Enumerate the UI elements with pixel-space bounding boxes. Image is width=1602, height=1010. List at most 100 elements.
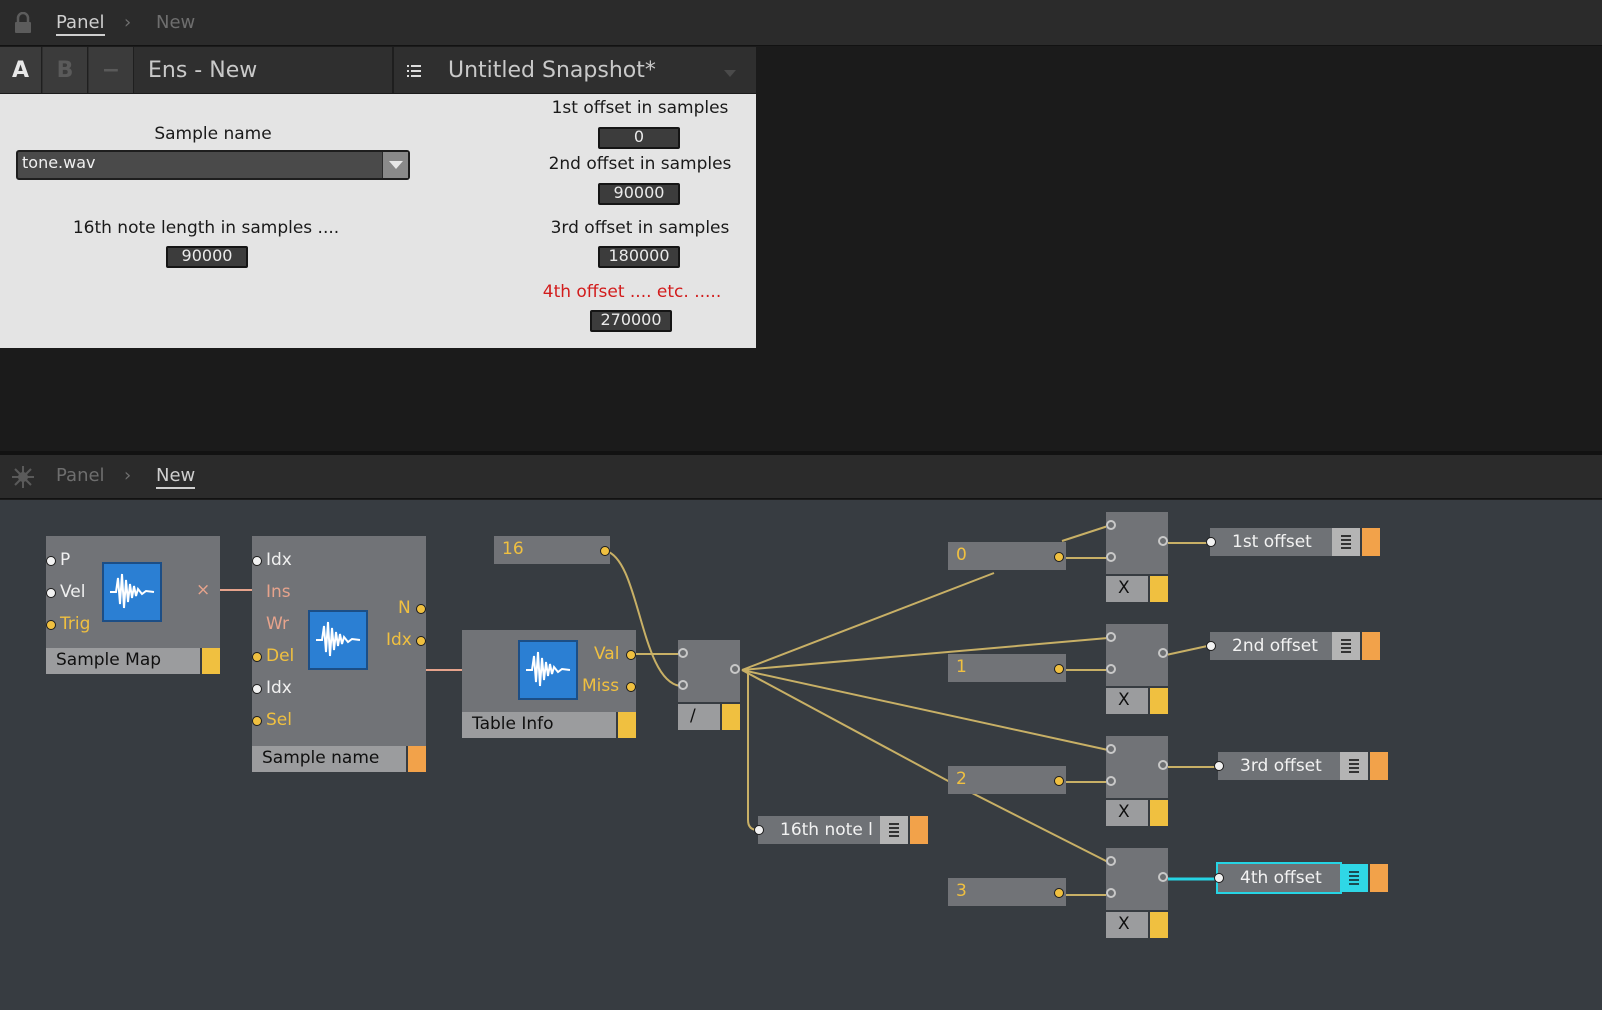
module-tag[interactable] [408,746,426,772]
module-tag[interactable] [1362,632,1380,660]
waveform-icon [102,562,162,622]
module-tag[interactable] [1370,864,1388,892]
breadcrumb-panel[interactable]: Panel [56,465,105,486]
offset-3-field[interactable]: 180000 [598,246,680,268]
snapshot-dropdown-arrow-icon[interactable] [724,70,736,78]
constant-2[interactable]: 2 [948,766,1066,794]
port-dot[interactable] [1106,664,1116,674]
offset-4-field[interactable]: 270000 [590,310,672,332]
port-dot[interactable] [1158,648,1168,658]
module-tag[interactable] [1150,688,1168,714]
port-dot[interactable] [1106,776,1116,786]
port-dot[interactable] [416,604,426,614]
port-dot[interactable] [1106,744,1116,754]
breadcrumb-new[interactable]: New [156,12,196,33]
module-tag[interactable] [1370,752,1388,780]
multiply-label: X [1106,800,1148,826]
output-4th-offset[interactable]: 4th offset [1216,862,1342,894]
port-dot[interactable] [678,680,688,690]
port-dot[interactable] [1158,760,1168,770]
breadcrumb-new[interactable]: New [156,465,196,489]
bug-icon[interactable] [11,465,35,489]
panel-breadcrumb-bar: Panel › New [0,0,1602,46]
module-tag[interactable] [1150,800,1168,826]
divide-module[interactable] [678,640,740,702]
port-dot[interactable] [1214,761,1224,771]
port-dot[interactable] [678,648,688,658]
port-dot[interactable] [754,825,764,835]
port-dot[interactable] [252,652,262,662]
module-tag[interactable] [722,704,740,730]
module-tag[interactable] [202,648,220,674]
constant-0[interactable]: 0 [948,542,1066,570]
port-dot[interactable] [252,716,262,726]
port-dot[interactable] [1206,537,1216,547]
constant-1[interactable]: 1 [948,654,1066,682]
lock-icon[interactable] [13,12,33,34]
port-dot[interactable] [252,556,262,566]
module-tag[interactable] [1362,528,1380,556]
snapshot-a-button[interactable]: A [0,47,42,93]
snapshot-b-button[interactable]: B [43,47,88,93]
output-2nd-offset[interactable]: 2nd offset [1210,632,1332,660]
output-3rd-offset[interactable]: 3rd offset [1218,752,1340,780]
list-icon [1341,639,1351,653]
list-button[interactable] [1332,632,1360,660]
multiply-module-3[interactable] [1106,736,1168,798]
panel-divider[interactable] [0,451,1602,455]
minimize-button[interactable]: − [89,47,134,93]
port-dot[interactable] [1106,632,1116,642]
multiply-module-4[interactable] [1106,848,1168,910]
module-tag[interactable] [1150,912,1168,938]
module-tag[interactable] [910,816,928,844]
multiply-module-2[interactable] [1106,624,1168,686]
port-dot[interactable] [1206,641,1216,651]
offset-1-label: 1st offset in samples [551,98,729,118]
port-wr: Wr [266,614,290,634]
note-length-label: 16th note length in samples .... [72,218,340,238]
output-1st-offset[interactable]: 1st offset [1210,528,1332,556]
port-dot[interactable] [1158,872,1168,882]
port-dot[interactable] [46,588,56,598]
table-info-module[interactable]: Val Miss [462,630,636,712]
offset-1-field[interactable]: 0 [598,127,680,149]
port-dot[interactable] [1106,552,1116,562]
port-dot[interactable] [600,546,610,556]
port-dot[interactable] [46,556,56,566]
snapshot-list-icon[interactable] [406,63,422,79]
port-dot[interactable] [1214,873,1224,883]
constant-16[interactable]: 16 [494,536,610,564]
list-button[interactable] [1340,864,1368,892]
port-dot[interactable] [252,684,262,694]
port-dot[interactable] [626,650,636,660]
port-dot[interactable] [1106,520,1116,530]
list-button[interactable] [880,816,908,844]
sample-name-module[interactable]: Idx Ins Wr Del Idx Sel N Idx [252,536,426,746]
sample-name-dropdown[interactable]: tone.wav [16,150,410,180]
offset-2-field[interactable]: 90000 [598,183,680,205]
offset-4-label: 4th offset .... etc. ..... [542,282,722,302]
port-dot[interactable] [1158,536,1168,546]
port-dot[interactable] [1106,856,1116,866]
port-dot[interactable] [1054,888,1064,898]
port-dot[interactable] [626,682,636,692]
port-dot[interactable] [1054,552,1064,562]
port-dot[interactable] [730,664,740,674]
port-dot[interactable] [1054,776,1064,786]
multiply-module-1[interactable] [1106,512,1168,574]
list-button[interactable] [1332,528,1360,556]
snapshot-title[interactable]: Untitled Snapshot* [448,57,656,83]
breadcrumb-panel[interactable]: Panel [56,12,105,36]
sample-map-module[interactable]: P Vel Trig × [46,536,220,648]
module-tag[interactable] [1150,576,1168,602]
port-dot[interactable] [1054,664,1064,674]
module-tag[interactable] [618,712,636,738]
port-dot[interactable] [416,636,426,646]
list-button[interactable] [1340,752,1368,780]
note-length-field[interactable]: 90000 [166,246,248,268]
port-dot[interactable] [1106,888,1116,898]
constant-3[interactable]: 3 [948,878,1066,906]
port-dot[interactable] [46,620,56,630]
dropdown-button[interactable] [382,152,408,178]
note-length-output[interactable]: 16th note l [758,816,880,844]
